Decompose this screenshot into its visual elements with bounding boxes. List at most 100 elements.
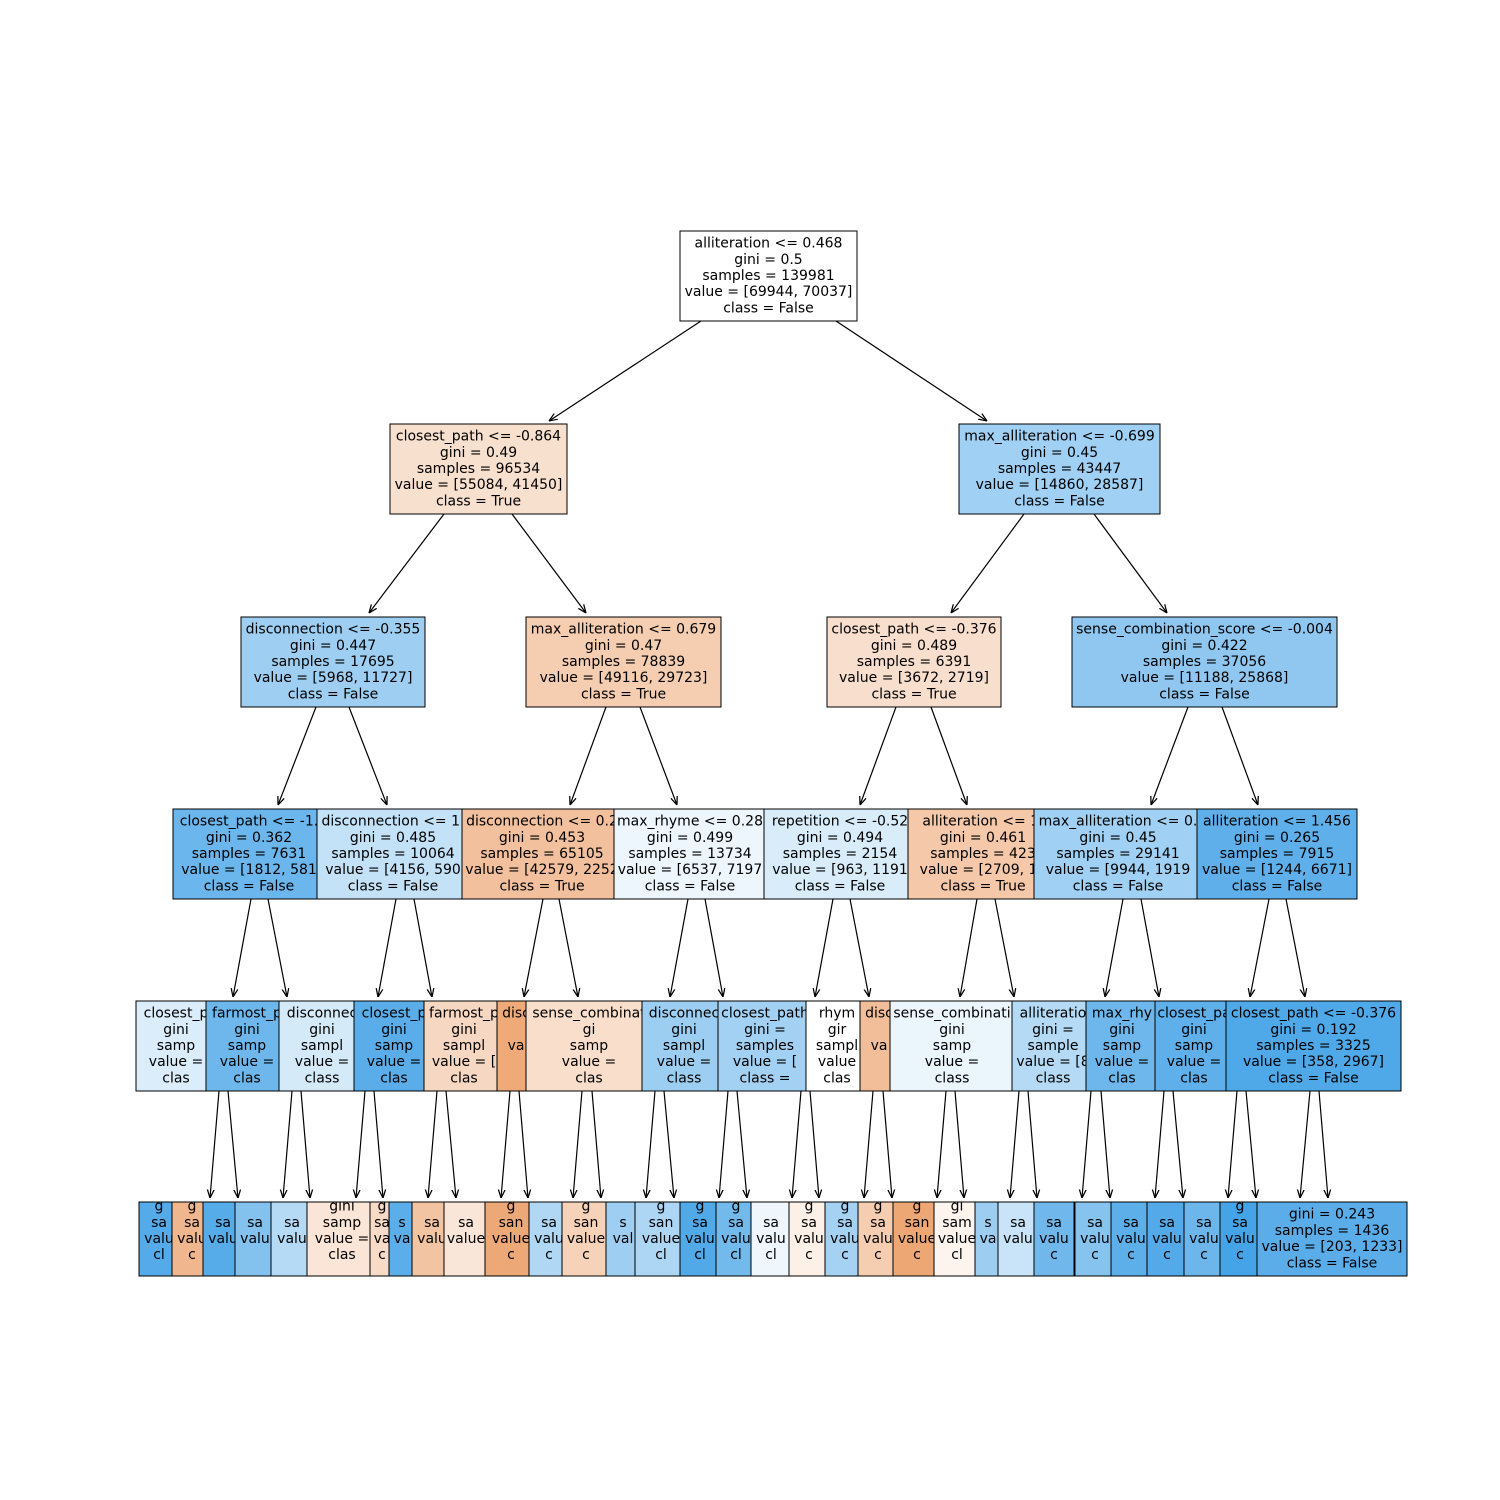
node-line: class [1036, 1070, 1071, 1086]
node-line: max_alliteration <= 0.679 [531, 622, 716, 638]
node-box [172, 808, 326, 900]
node-line: san [905, 1215, 930, 1231]
edge-arrow [558, 898, 578, 997]
edge-arrow [549, 320, 702, 421]
edge-arrow [518, 1090, 528, 1198]
node-line: clas [823, 1070, 850, 1086]
node-line: valu [1039, 1231, 1069, 1247]
node-line: samp [1103, 1038, 1142, 1054]
node-line: gini = 0.192 [1270, 1022, 1356, 1038]
node-line: value = [925, 1054, 979, 1070]
node-line: alliteration <= 1.456 [1203, 814, 1351, 830]
node-line: value = [14860, 28587] [976, 477, 1144, 493]
node-line: valu [1116, 1231, 1146, 1247]
edge-arrow [445, 1090, 456, 1198]
node-box [1033, 808, 1203, 900]
edge-arrow [1300, 1090, 1311, 1198]
node-line: gini = 0.45 [1079, 830, 1156, 846]
node-line: c [582, 1247, 590, 1263]
node-line: san [499, 1215, 524, 1231]
node-box [389, 423, 568, 515]
node-box [826, 616, 1002, 708]
edge-arrow [954, 1090, 964, 1198]
node-line: va [374, 1231, 391, 1247]
edge-arrow [663, 1090, 674, 1198]
node-line: samp [570, 1038, 609, 1054]
edge-arrow [937, 1090, 947, 1198]
node-box [1256, 1201, 1408, 1277]
node-line: value = [4156, 590 [325, 862, 461, 878]
node-line: samples = 7915 [1220, 846, 1334, 862]
node-line: sa [1159, 1215, 1175, 1231]
node-box [316, 808, 470, 900]
node-line: samples = 17695 [271, 654, 394, 670]
node-line: class = False [288, 686, 379, 702]
node-line: value [567, 1231, 605, 1247]
node-line: valu [240, 1231, 270, 1247]
node-line: gini [1109, 1022, 1135, 1038]
node-line: c [1163, 1247, 1171, 1263]
node-line: value = [203, 1233] [1261, 1239, 1402, 1255]
edge-arrow [501, 1090, 511, 1198]
node-line: c [1236, 1247, 1244, 1263]
node-box [1225, 1000, 1402, 1092]
node-line: value [642, 1231, 680, 1247]
node-line: clas [380, 1070, 407, 1086]
node-line: g [732, 1199, 741, 1215]
edge-arrow [1082, 1090, 1092, 1198]
node-line: value [818, 1054, 856, 1070]
node-line: class = False [1073, 878, 1164, 894]
tree-edges [210, 320, 1328, 1198]
node-line: sa [374, 1215, 390, 1231]
node-line: sample [1028, 1038, 1079, 1054]
node-box [1154, 1000, 1234, 1092]
node-line: farmost_p [429, 1006, 499, 1022]
edge-arrow [356, 1090, 366, 1198]
node-line: sampl [816, 1038, 858, 1054]
node-box [857, 1201, 899, 1277]
node-line: disc [865, 1006, 893, 1022]
node-line: valu [685, 1231, 715, 1247]
node-line: value = [9944, 1919 [1046, 862, 1191, 878]
node-line: value = [69944, 70037] [685, 284, 853, 300]
node-line: gini [671, 1022, 697, 1038]
node-line: value = [1812, 581 [181, 862, 317, 878]
node-box [750, 1201, 792, 1277]
node-line: gir [828, 1022, 847, 1038]
node-box [715, 1201, 757, 1277]
node-box [1110, 1201, 1152, 1277]
node-line: valu [144, 1231, 174, 1247]
edge-arrow [792, 1090, 802, 1198]
node-line: g [913, 1199, 922, 1215]
node-line: samp [1175, 1038, 1214, 1054]
edge-arrow [524, 898, 544, 997]
node-line: gini = 0.485 [350, 830, 436, 846]
node-line: value = [8 [1016, 1054, 1089, 1070]
node-line: clas [162, 1070, 189, 1086]
node-box [234, 1201, 276, 1277]
node-line: closest_pa [1157, 1006, 1230, 1022]
node-line: sampl [301, 1038, 343, 1054]
node-line: c [1127, 1247, 1135, 1263]
node-box [561, 1201, 611, 1277]
node-line: sa [458, 1215, 474, 1231]
edge-arrow [815, 898, 834, 997]
node-line: disconnection <= 1. [322, 814, 465, 830]
node-line: gini = 0.489 [871, 638, 957, 654]
node-box [1196, 808, 1358, 900]
node-line: sa [541, 1215, 557, 1231]
node-line: g [378, 1199, 387, 1215]
node-line: value = [657, 1054, 711, 1070]
node-box [1219, 1201, 1261, 1277]
